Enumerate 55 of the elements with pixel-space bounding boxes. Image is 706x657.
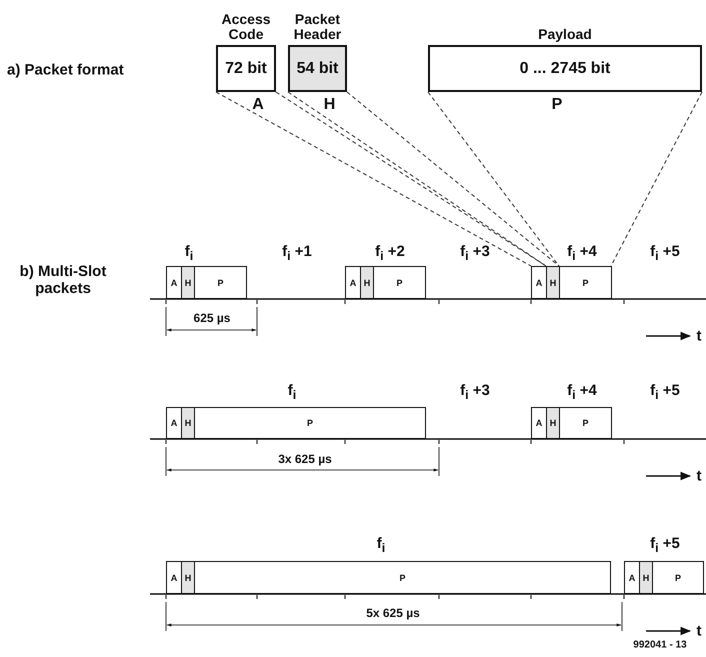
frequency-label: f$_{i}$ +5 [650, 382, 680, 402]
field-heading: Access Code [220, 12, 272, 42]
frequency-label: f$_{i}$ +5 [650, 243, 680, 263]
section-heading: a) Packet format [7, 62, 125, 78]
packet-segment: P [559, 407, 612, 439]
packet-segment: H [546, 407, 560, 439]
packet-segment: P [559, 266, 612, 299]
packet-segment: H [181, 407, 195, 439]
frequency-label: f$_{i}$ +5 [650, 535, 680, 555]
packet-segment: A [166, 561, 182, 594]
packet-field-box: 0 ... 2745 bit [428, 45, 702, 92]
packet-segment: P [194, 561, 611, 594]
projection-line [428, 92, 560, 266]
packet-segment: P [194, 407, 426, 439]
frequency-label: f$_{i}$ +3 [460, 382, 490, 402]
frequency-label: f$_{i}$ +1 [282, 243, 312, 263]
packet-segment: A [531, 407, 547, 439]
axis-label: t [696, 468, 702, 484]
frequency-label: f$_{i}$ [376, 535, 386, 555]
packet-segment: A [624, 561, 640, 594]
packet-segment: H [181, 266, 195, 299]
packet-segment: A [166, 266, 182, 299]
projection-line [610, 92, 702, 266]
axis-label: t [696, 328, 702, 344]
packet-field-box: 54 bit [288, 45, 347, 92]
frequency-label: f$_{i}$ +4 [567, 243, 597, 263]
dimension-label: 3x 625 µs [278, 452, 332, 466]
frequency-label: f$_{i}$ [184, 243, 194, 263]
field-letter: H [324, 96, 336, 114]
frequency-label: f$_{i}$ +3 [460, 243, 490, 263]
frequency-label: f$_{i}$ +4 [567, 382, 597, 402]
packet-segment: A [531, 266, 547, 299]
packet-segment: H [360, 266, 374, 299]
frequency-label: f$_{i}$ +2 [375, 243, 405, 263]
packet-segment: H [181, 561, 195, 594]
figure-number: 992041 - 13 [633, 640, 687, 650]
packet-segment: P [373, 266, 426, 299]
packet-segment: P [652, 561, 704, 594]
packet-segment: A [345, 266, 361, 299]
field-letter: A [252, 96, 264, 114]
dimension-label: 5x 625 µs [366, 606, 420, 620]
packet-segment: P [194, 266, 247, 299]
frequency-label: f$_{i}$ [288, 382, 296, 402]
field-heading: Packet Header [292, 12, 342, 42]
section-heading: b) Multi-Slot packets [18, 263, 108, 297]
projection-line [346, 92, 560, 266]
field-letter: P [552, 96, 562, 114]
packet-segment: H [639, 561, 653, 594]
field-heading: Payload [537, 27, 593, 42]
dimension-label: 625 µs [194, 311, 230, 325]
axis-label: t [696, 622, 702, 640]
packet-segment: H [546, 266, 560, 299]
packet-segment: A [166, 407, 182, 439]
packet-field-box: 72 bit [216, 45, 276, 92]
projection-line [216, 92, 532, 266]
